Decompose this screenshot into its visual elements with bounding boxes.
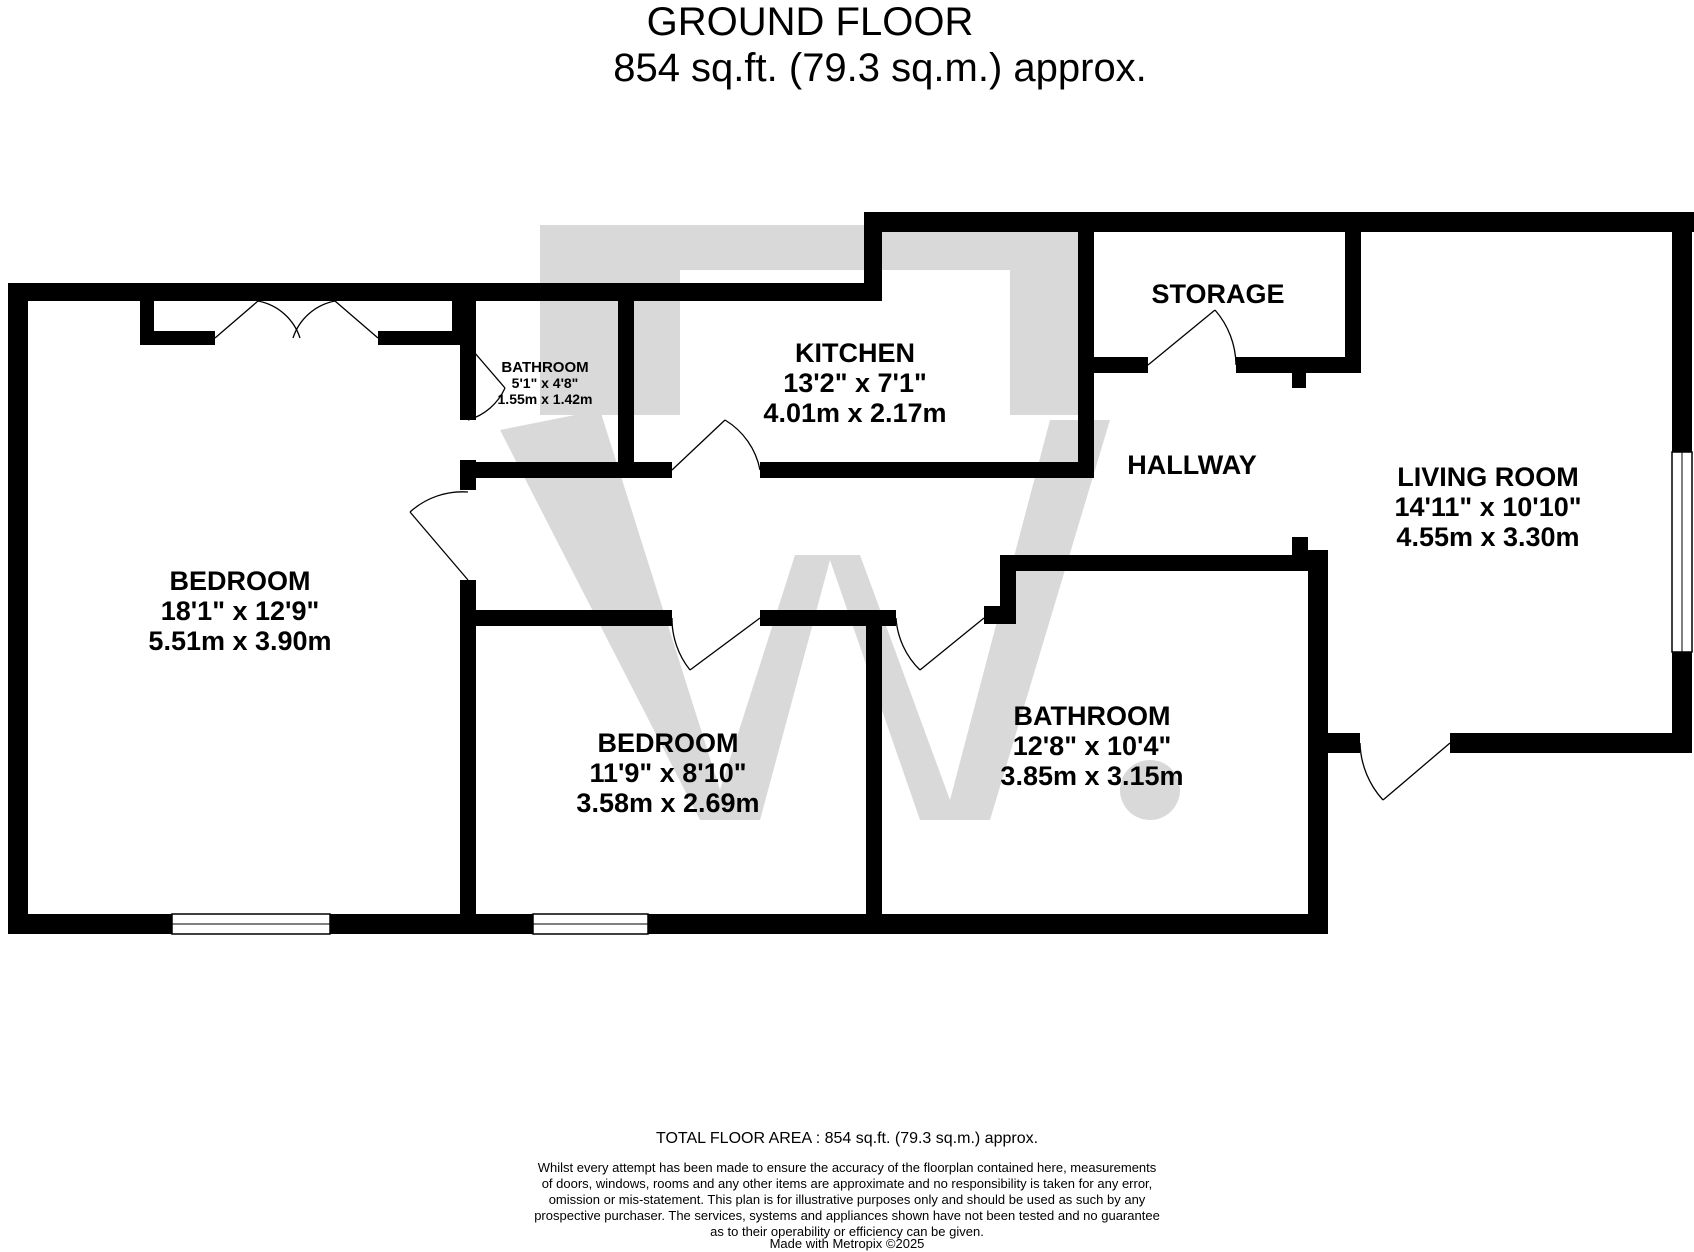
doors bbox=[214, 300, 1451, 801]
window-bedroom-small bbox=[532, 913, 649, 935]
disclaimer-line: prospective purchaser. The services, sys… bbox=[534, 1208, 1160, 1223]
room-name: KITCHEN bbox=[795, 338, 915, 368]
room-name: BEDROOM bbox=[170, 566, 311, 596]
room-bedroom-large: BEDROOM 18'1" x 12'9" 5.51m x 3.90m bbox=[148, 566, 331, 656]
room-bathroom-large: BATHROOM 12'8" x 10'4" 3.85m x 3.15m bbox=[1000, 701, 1183, 791]
window-living-room bbox=[1671, 451, 1693, 653]
disclaimer-line: of doors, windows, rooms and any other i… bbox=[541, 1176, 1153, 1191]
room-dimensions-imperial: 12'8" x 10'4" bbox=[1013, 731, 1172, 761]
disclaimer-line: Whilst every attempt has been made to en… bbox=[537, 1160, 1157, 1175]
room-dimensions-metric: 4.01m x 2.17m bbox=[763, 398, 946, 428]
room-dimensions-metric: 1.55m x 1.42m bbox=[498, 391, 593, 407]
room-name: HALLWAY bbox=[1127, 450, 1257, 480]
disclaimer: Whilst every attempt has been made to en… bbox=[0, 1160, 1694, 1240]
room-dimensions-imperial: 14'11" x 10'10" bbox=[1394, 492, 1581, 522]
disclaimer-line: omission or mis-statement. This plan is … bbox=[548, 1192, 1146, 1207]
disclaimer-line: as to their operability or efficiency ca… bbox=[710, 1224, 984, 1239]
room-dimensions-imperial: 5'1" x 4'8" bbox=[512, 375, 579, 391]
room-dimensions-metric: 3.58m x 2.69m bbox=[576, 788, 759, 818]
room-dimensions-imperial: 11'9" x 8'10" bbox=[589, 758, 746, 788]
room-dimensions-imperial: 13'2" x 7'1" bbox=[783, 368, 927, 398]
room-kitchen: KITCHEN 13'2" x 7'1" 4.01m x 2.17m bbox=[763, 338, 946, 428]
room-dimensions-metric: 3.85m x 3.15m bbox=[1000, 761, 1183, 791]
room-name: BATHROOM bbox=[1014, 701, 1171, 731]
room-name: STORAGE bbox=[1151, 279, 1284, 309]
made-with-credit: Made with Metropix ©2025 bbox=[769, 1236, 925, 1251]
room-name: LIVING ROOM bbox=[1397, 462, 1579, 492]
floor-title: GROUND FLOOR bbox=[646, 0, 974, 44]
room-living-room: LIVING ROOM 14'11" x 10'10" 4.55m x 3.30… bbox=[1394, 462, 1581, 552]
room-bathroom-small: BATHROOM 5'1" x 4'8" 1.55m x 1.42m bbox=[498, 359, 593, 407]
window-bedroom-large bbox=[171, 913, 331, 935]
total-floor-area: TOTAL FLOOR AREA : 854 sq.ft. (79.3 sq.m… bbox=[655, 1130, 1039, 1147]
room-name: BEDROOM bbox=[598, 728, 739, 758]
room-name: BATHROOM bbox=[501, 359, 588, 376]
room-hallway: HALLWAY bbox=[1127, 450, 1257, 480]
floor-area-subtitle: 854 sq.ft. (79.3 sq.m.) approx. bbox=[613, 46, 1147, 90]
room-dimensions-metric: 4.55m x 3.30m bbox=[1396, 522, 1579, 552]
room-dimensions-imperial: 18'1" x 12'9" bbox=[161, 596, 320, 626]
room-bedroom-small: BEDROOM 11'9" x 8'10" 3.58m x 2.69m bbox=[576, 728, 759, 818]
room-dimensions-metric: 5.51m x 3.90m bbox=[148, 626, 331, 656]
room-storage: STORAGE bbox=[1151, 279, 1284, 309]
